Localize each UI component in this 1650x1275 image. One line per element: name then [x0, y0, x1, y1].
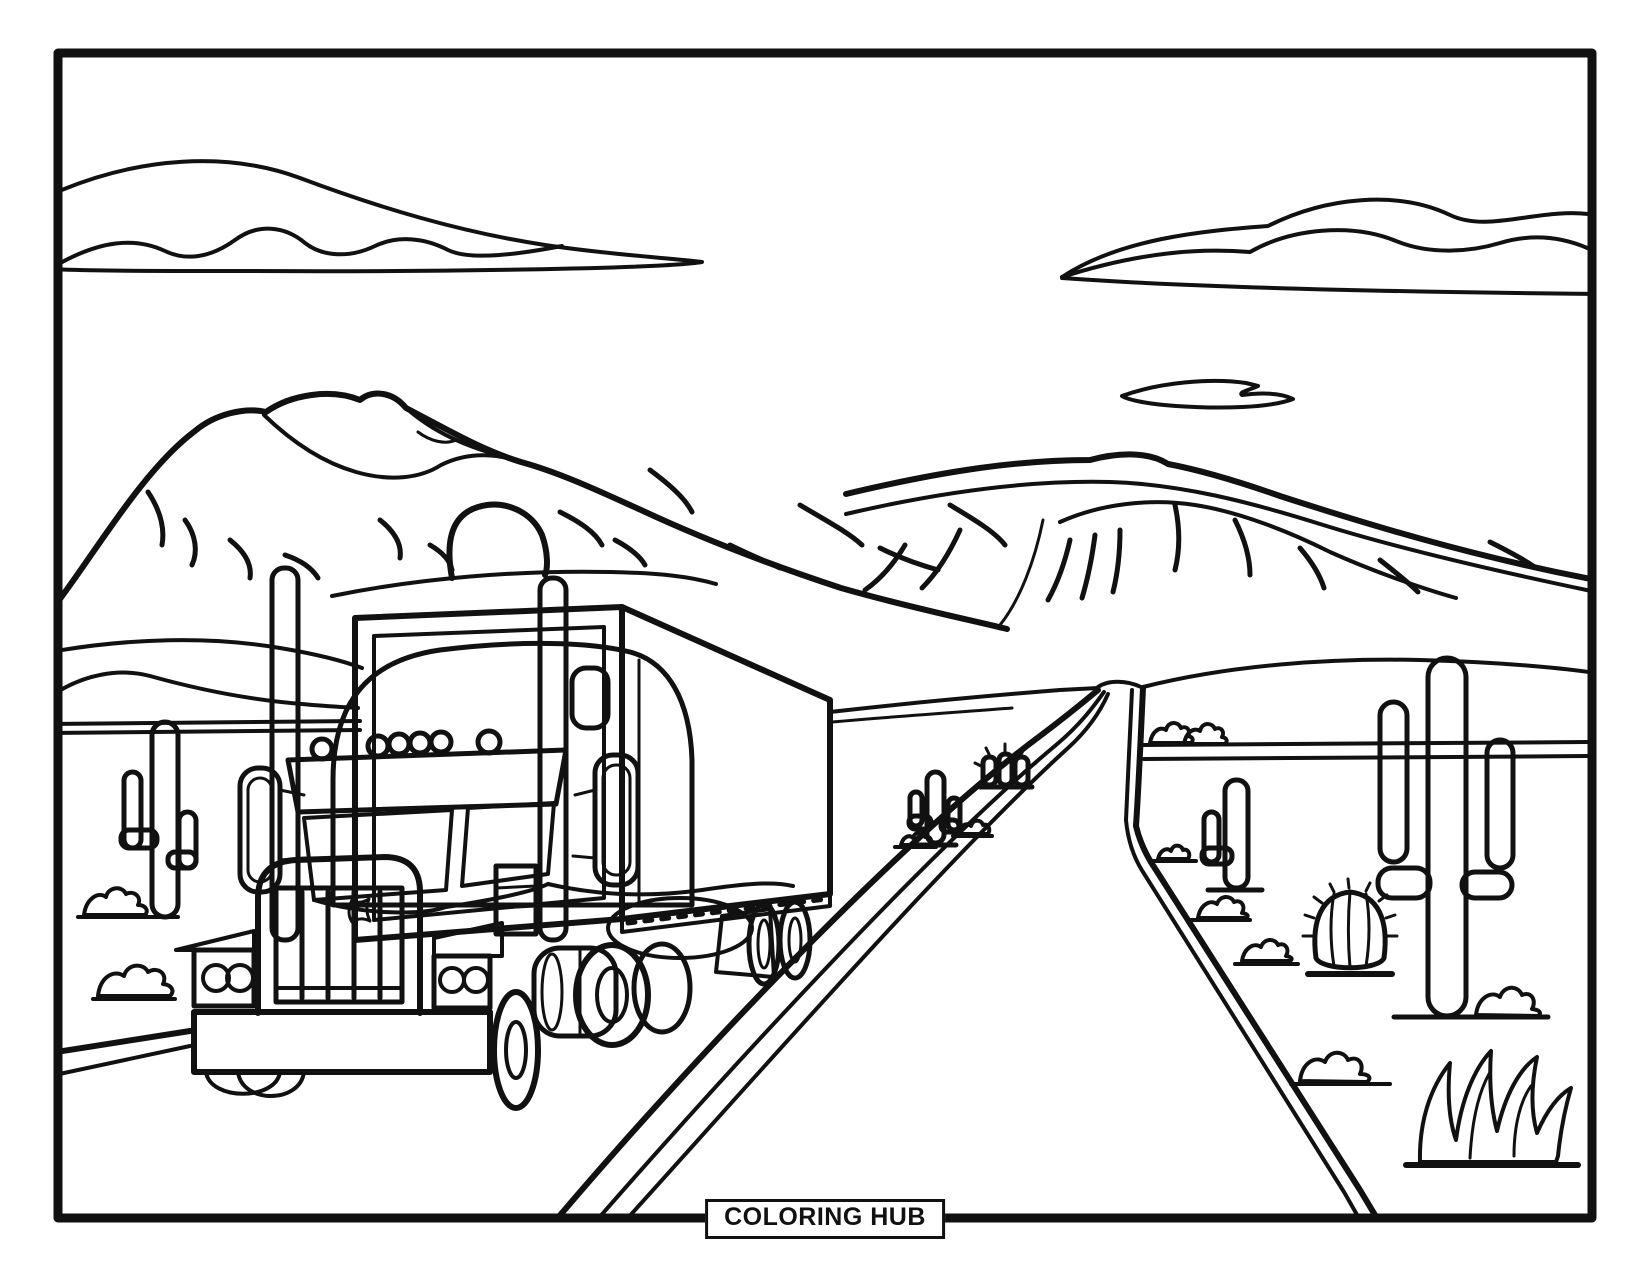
exhaust-stack-left	[269, 565, 301, 943]
page-border-frame	[53, 48, 1597, 1223]
foothills-horizon	[62, 638, 1588, 761]
road-center-stripe2	[628, 692, 1110, 1214]
cloud-sliver	[1120, 378, 1295, 410]
front-wheel	[491, 989, 541, 1111]
trailer-wheels	[746, 899, 813, 987]
sun-visor	[285, 747, 569, 815]
desert-left	[76, 719, 1038, 1001]
hood-side-line	[546, 881, 795, 897]
front-bumper	[191, 1009, 493, 1075]
grille-shell	[255, 854, 423, 1016]
grille	[273, 885, 405, 1005]
sleeper-cab	[330, 640, 695, 908]
bush	[1474, 985, 1542, 1018]
sky	[62, 159, 1588, 410]
trailer-front-panel	[372, 625, 606, 922]
cloud-right-lower-line	[1060, 228, 1588, 279]
desert-right	[1148, 655, 1581, 1168]
road-right-edge-lower	[1133, 823, 1378, 1214]
door-window	[569, 665, 611, 731]
bumper-flap	[204, 1070, 282, 1096]
hood-top-line	[312, 882, 550, 915]
cloud-right-bottom-line	[1060, 276, 1588, 296]
bush	[82, 886, 149, 917]
saguaro-cactus-small-right	[1199, 777, 1265, 893]
trailer-rail-dashes	[625, 896, 829, 926]
cloud-right	[1060, 197, 1588, 279]
mountain-texture-right	[862, 502, 1539, 603]
windshield-right	[460, 801, 556, 888]
barrel-cactus	[1301, 877, 1399, 977]
semi-truck	[174, 565, 833, 1111]
bush	[1240, 938, 1294, 963]
bush	[96, 963, 175, 998]
bumper-flap	[236, 1070, 306, 1098]
mountain-range-right	[843, 451, 1588, 627]
bush	[899, 830, 934, 847]
road-center-stripe	[599, 690, 1106, 1214]
cloud-left	[62, 159, 704, 274]
fuel-tank	[531, 945, 619, 1039]
bush	[1298, 1050, 1372, 1084]
cloud-left-inner-line	[62, 226, 564, 265]
road-right-edge-upper	[1133, 685, 1146, 829]
saguaro-cactus-large	[1375, 655, 1551, 1020]
grille-bars	[299, 889, 383, 1001]
headlight-right	[431, 921, 504, 1011]
mountain-texture-left	[145, 467, 1008, 581]
bush	[1156, 843, 1192, 861]
marker-lights	[309, 728, 503, 762]
road-right-edge-upper2	[1124, 688, 1134, 822]
road-left-edge-line	[62, 1028, 193, 1055]
trailer-side	[619, 604, 833, 922]
mountain-range-left	[62, 390, 1010, 632]
windshield-left	[302, 808, 454, 902]
hood-ornament	[347, 897, 372, 924]
bush	[956, 818, 992, 836]
sun-behind-ridge	[446, 501, 550, 581]
headlight-left	[174, 929, 257, 1009]
bush	[1148, 721, 1195, 745]
road-right-edge-lower2	[1124, 818, 1359, 1214]
agave-plant	[1403, 1049, 1581, 1168]
bush	[1196, 895, 1250, 920]
mirror-right	[571, 752, 641, 888]
bush	[1182, 722, 1229, 746]
barrel-cactus-cluster	[973, 742, 1038, 790]
road-left-edge-line2	[62, 1044, 192, 1076]
bank-edge-lower	[1142, 754, 1588, 761]
footer-brand-plate: COLORING HUB	[705, 1199, 945, 1239]
saguaro-cactus-left	[118, 719, 199, 920]
step-box	[493, 863, 539, 937]
highway-road	[62, 685, 1378, 1214]
road-center-edge-line	[557, 687, 1101, 1214]
